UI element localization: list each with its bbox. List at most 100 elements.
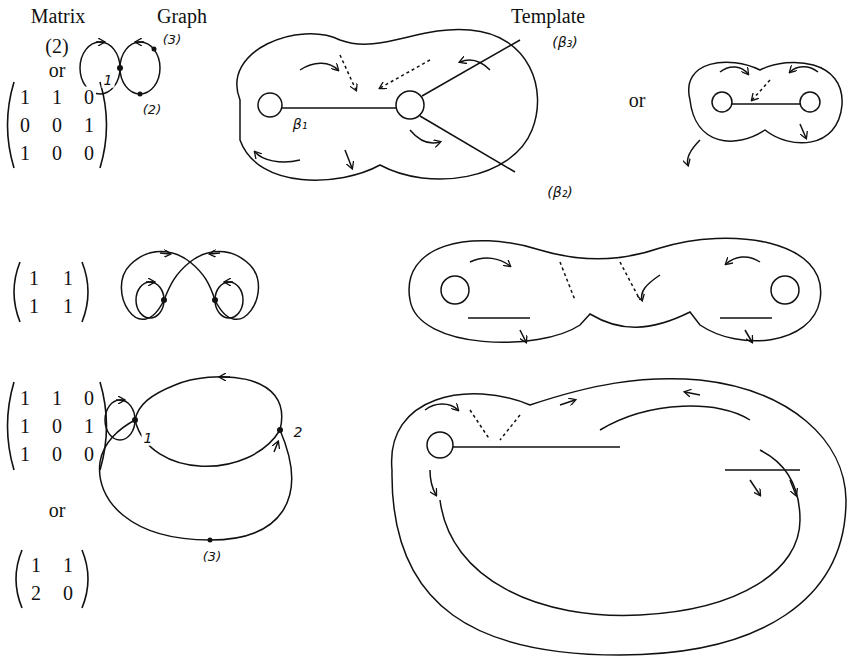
matrix-entry: 1 [18, 143, 32, 164]
vertex-label: 2 [292, 425, 305, 440]
graph-three-vertices-part [116, 399, 124, 401]
branch-label: (β₃) [550, 35, 579, 50]
edge-label: (3) [201, 550, 223, 564]
graph-two-vertices [121, 251, 258, 319]
graph-vertices-part [152, 47, 157, 52]
matrix-entry: 2 [29, 583, 43, 604]
graph-one-vertex-part [120, 42, 160, 94]
template-three-part [685, 392, 700, 395]
template-one-alt-part [732, 103, 800, 105]
matrix-entry: 1 [61, 268, 75, 289]
template-two-part [745, 330, 752, 342]
template-two-part [560, 262, 575, 300]
graph-two-vertices-part [146, 281, 154, 283]
column-heading: Template [509, 6, 587, 27]
matrix-entry: (2) [43, 36, 70, 57]
template-one-part [460, 60, 490, 70]
template-one-alt-part [712, 92, 732, 112]
template-three-part [427, 432, 453, 458]
branch-label: (β₂) [545, 185, 574, 200]
template-one-alt-part [800, 124, 806, 138]
template-two-part [468, 317, 530, 319]
matrix-entry: 0 [50, 143, 64, 164]
template-one-alt-part [800, 92, 820, 112]
separator-word: or [627, 90, 648, 111]
template-one [237, 29, 538, 180]
template-two-part [441, 276, 469, 304]
template-two-part [409, 238, 821, 342]
graph-three-vertices [100, 377, 292, 540]
template-one-alt [688, 62, 843, 165]
template-one-part [340, 55, 356, 90]
matrix-entry: 1 [18, 416, 32, 437]
graph-three-vertices-part [220, 376, 230, 378]
column-heading: Graph [155, 6, 209, 27]
vertex-label: 1 [142, 431, 155, 446]
matrix-entry: 0 [50, 444, 64, 465]
template-three-part [560, 400, 575, 405]
matrix-entry: 1 [18, 87, 32, 108]
template-two-part [720, 317, 772, 319]
template-two [409, 238, 821, 342]
template-one-alt-part [689, 62, 842, 143]
matrix-entry: 1 [82, 416, 96, 437]
matrix-entry: 1 [27, 268, 41, 289]
template-three [392, 379, 846, 655]
matrix-entry: 0 [50, 115, 64, 136]
template-one-alt-part [720, 67, 748, 74]
matrix-entry: 0 [82, 388, 96, 409]
matrix-entry: 1 [61, 555, 75, 576]
graph-two-vertices-part [164, 251, 258, 319]
template-three-part [725, 469, 800, 471]
matrix-entry: 1 [18, 388, 32, 409]
template-three-part [500, 415, 520, 440]
matrix-entry: 0 [82, 444, 96, 465]
matrix-brackets-part [82, 262, 88, 322]
template-three-part [430, 470, 436, 495]
graph-two-vertices-part [225, 281, 233, 283]
matrix-entry: 0 [61, 583, 75, 604]
matrix-brackets [8, 82, 107, 608]
template-three-part [425, 404, 458, 410]
template-one-part [410, 130, 440, 143]
template-three-part [470, 410, 490, 440]
matrix-entry: 1 [61, 296, 75, 317]
template-one-part [396, 91, 424, 119]
graph-two-vertices-part [215, 282, 243, 318]
graph-three-vertices-part [100, 420, 292, 540]
template-three-part [392, 379, 846, 655]
graph-one-vertex-part [96, 41, 104, 43]
graph-vertices [117, 47, 283, 543]
matrix-entry: 1 [82, 115, 96, 136]
template-one-part [422, 40, 520, 96]
matrix-entry: 1 [18, 444, 32, 465]
graph-three-vertices-part [274, 442, 278, 452]
matrix-entry: 0 [18, 115, 32, 136]
column-heading: Matrix [29, 6, 87, 27]
graph-two-vertices-part [136, 282, 164, 318]
matrix-entry: 0 [50, 416, 64, 437]
template-one-part [237, 29, 538, 180]
matrix-brackets-part [8, 82, 15, 168]
template-three-part [453, 446, 620, 448]
template-one-part [345, 150, 352, 168]
separator-word: or [47, 500, 68, 521]
matrix-brackets-part [8, 382, 15, 470]
template-one-part [380, 60, 430, 88]
graph-two-vertices-part [160, 253, 170, 254]
template-one-alt-part [752, 80, 770, 100]
graph-vertices-part [117, 65, 123, 71]
graph-one-vertex-part [136, 41, 144, 43]
template-one-part [420, 116, 515, 172]
template-three-part [600, 406, 750, 430]
template-two-part [520, 330, 526, 342]
template-one-part [255, 152, 300, 162]
template-one-part [282, 107, 396, 109]
separator-word: or [47, 60, 68, 81]
template-one-part [258, 93, 282, 117]
edge-label: (3) [161, 33, 183, 47]
template-three-part [750, 480, 760, 495]
